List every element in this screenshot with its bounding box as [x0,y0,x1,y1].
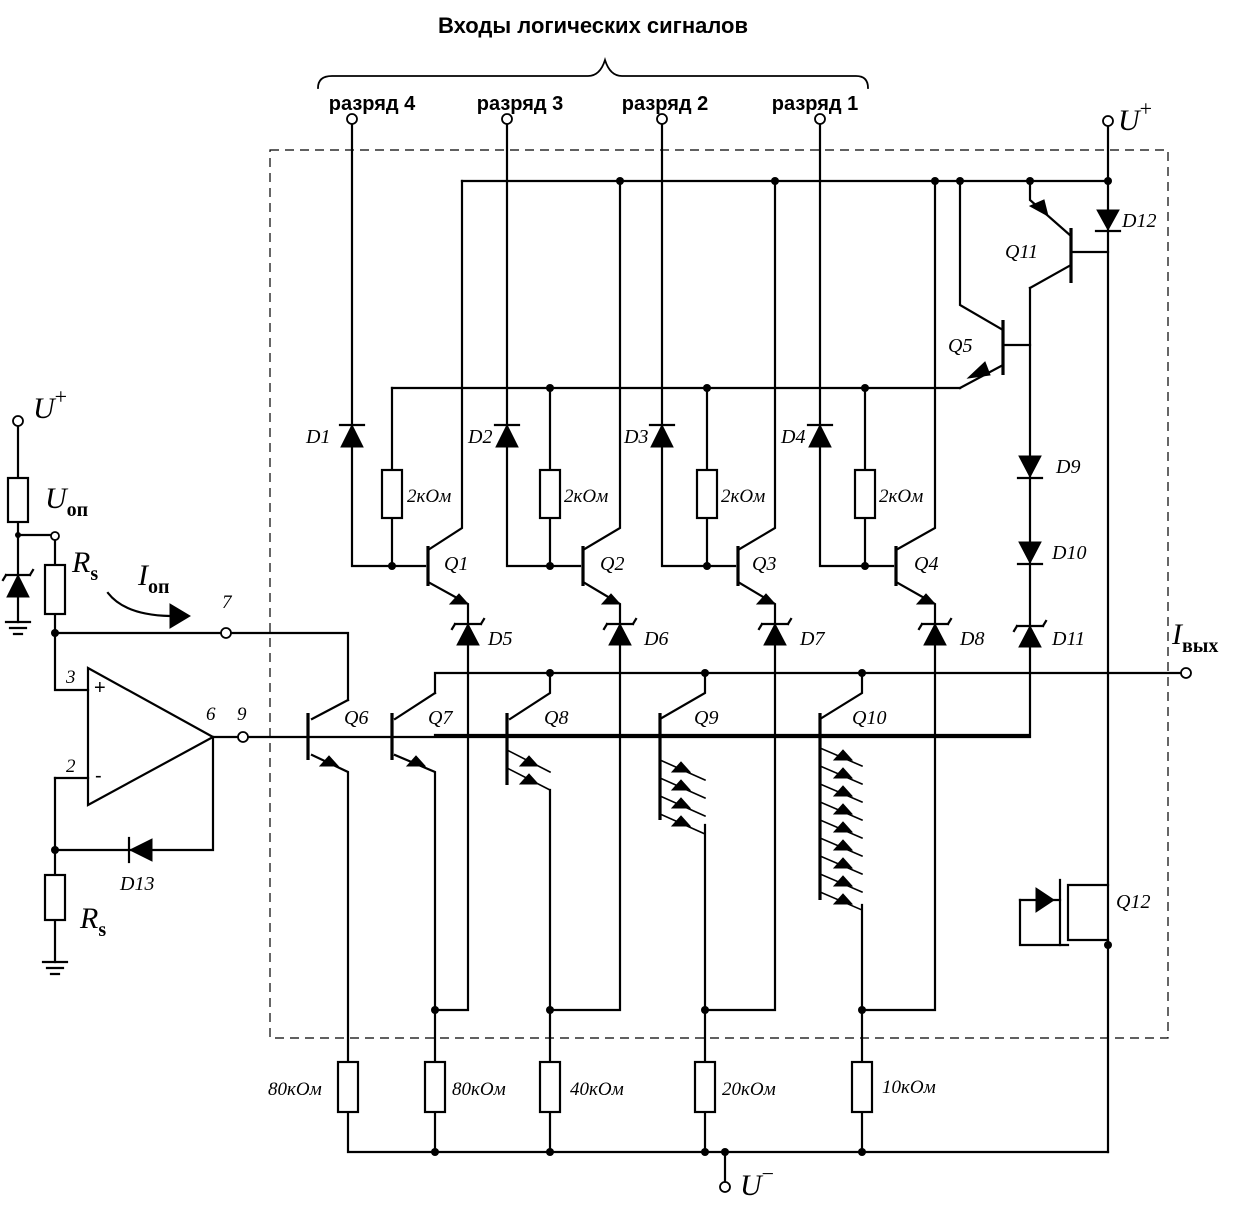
label-r-emitter-1: 80кОм [268,1079,322,1100]
label-q7: Q7 [428,707,453,729]
label-d6: D6 [643,628,668,650]
supply-plus-label: U+ [1118,96,1152,137]
label-d5: D5 [487,628,512,650]
label-q2: Q2 [600,553,624,575]
junction-dots [15,177,1112,1156]
label-d13: D13 [119,873,154,895]
label-r-emitter-4: 20кОм [722,1079,776,1100]
op-amp-minus: - [95,765,102,787]
input-label-bit2: разряд 2 [622,93,709,115]
label-r-base-3: 2кОм [721,486,765,507]
supply-minus-label: U− [740,1161,774,1202]
pin-6: 6 [206,704,216,725]
current-arrow [106,591,172,618]
input-label-bit1: разряд 1 [772,93,859,115]
label-q6: Q6 [344,707,368,729]
diagram-title: Входы логических сигналов [438,13,748,38]
terminals [12,113,1192,1193]
label-d2: D2 [467,426,492,448]
label-d12: D12 [1121,210,1156,232]
diodes [1,209,1122,864]
i-out-label: Iвых [1171,618,1218,657]
input-label-bit3: разряд 3 [477,93,564,115]
input-brace [317,56,869,89]
op-amp-plus: + [94,677,106,699]
i-ref-label: Iоп [137,559,170,598]
u-ref-label: Uоп [45,482,88,521]
label-q3: Q3 [752,553,776,575]
pin-2: 2 [66,756,76,777]
label-q11: Q11 [1005,241,1038,263]
transistor-bars [306,228,1073,900]
label-d3: D3 [623,426,648,448]
pin-9: 9 [237,704,247,725]
pin-7: 7 [222,592,233,613]
label-q10: Q10 [852,707,886,729]
pin-3: 3 [65,667,76,688]
label-q8: Q8 [544,707,568,729]
label-r-base-2: 2кОм [564,486,608,507]
label-q5: Q5 [948,335,972,357]
rs-lower-label: Rs [79,902,106,941]
label-d1: D1 [305,426,330,448]
ground-icon [4,620,69,976]
emitter-arrows [318,199,1049,912]
wiring [16,121,1182,1184]
q12-gate-mark [1035,887,1055,913]
resistors [6,468,877,1114]
label-r-base-4: 2кОм [879,486,923,507]
label-q9: Q9 [694,707,718,729]
label-r-emitter-2: 80кОм [452,1079,506,1100]
ic-boundary [269,149,1169,1039]
label-d9: D9 [1055,456,1080,478]
current-arrow-head [169,603,191,629]
label-q12: Q12 [1116,891,1150,913]
label-q4: Q4 [914,553,938,575]
label-d4: D4 [780,426,805,448]
label-d10: D10 [1051,542,1086,564]
rs-upper-label: Rs [71,546,98,585]
label-q1: Q1 [444,553,468,575]
label-r-emitter-3: 40кОм [570,1079,624,1100]
op-amp [86,666,216,807]
input-label-bit4: разряд 4 [329,93,416,115]
label-d7: D7 [799,628,825,650]
label-d11: D11 [1051,628,1085,650]
label-d8: D8 [959,628,984,650]
ref-supply-plus-label: U+ [33,384,67,425]
label-r-emitter-5: 10кОм [882,1077,936,1098]
label-r-base-1: 2кОм [407,486,451,507]
